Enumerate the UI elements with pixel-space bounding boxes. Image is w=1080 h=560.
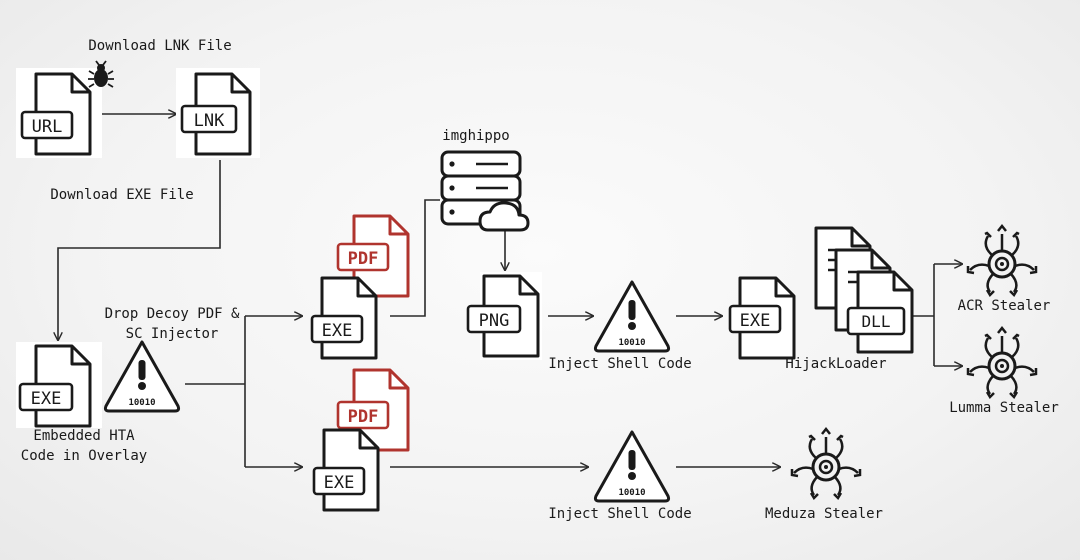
- download-lnk-label: Download LNK File: [88, 38, 231, 54]
- lumma-stealer-label: Lumma Stealer: [949, 400, 1059, 416]
- url-file-label: URL: [32, 117, 63, 137]
- lnk-file-label: LNK: [194, 111, 225, 131]
- png-file-node: PNG: [466, 272, 542, 360]
- drop-decoy-label-line2: SC Injector: [126, 326, 219, 342]
- dll-file-label: DLL: [862, 312, 891, 331]
- meduza-stealer-icon: [790, 427, 862, 500]
- warning-inject-bottom-code: 10010: [618, 488, 645, 498]
- url-file-node: URL: [16, 68, 102, 158]
- exe-start-file-label: EXE: [31, 389, 62, 409]
- bug-icon: [88, 60, 114, 88]
- acr-stealer-label: ACR Stealer: [958, 298, 1051, 314]
- connectors: [58, 114, 962, 467]
- drop-decoy-label-line1: Drop Decoy PDF &: [105, 306, 240, 322]
- meduza-stealer-label: Meduza Stealer: [765, 506, 883, 522]
- imghippo-label: imghippo: [442, 128, 509, 144]
- warning-inject-top-code: 10010: [618, 338, 645, 348]
- server-cloud-icon: [440, 150, 530, 232]
- inject-bottom-label: Inject Shell Code: [548, 506, 691, 522]
- exe-start-file-node: EXE: [16, 342, 102, 428]
- exe-hijack-file-label: EXE: [740, 311, 771, 331]
- pdf-decoy-bottom-label: PDF: [348, 407, 379, 427]
- inject-top-label: Inject Shell Code: [548, 356, 691, 372]
- exe-top-file-node: EXE: [310, 276, 378, 360]
- lumma-stealer-icon: [966, 326, 1038, 399]
- exe-top-file-label: EXE: [322, 321, 353, 341]
- pdf-decoy-top-label: PDF: [348, 249, 379, 269]
- warning-main-icon: 10010: [103, 340, 181, 413]
- warning-main-code: 10010: [128, 398, 155, 408]
- exe-hijack-file-node: EXE: [728, 276, 796, 360]
- arrow-lnk-to-exe: [58, 160, 221, 340]
- png-file-label: PNG: [479, 311, 510, 331]
- document-stack-icon: [814, 226, 914, 354]
- dll-file-node: DLL: [846, 306, 906, 336]
- pdf-decoy-top-node: PDF: [336, 214, 410, 298]
- acr-stealer-icon: [966, 224, 1038, 297]
- warning-inject-bottom-icon: 10010: [593, 430, 671, 503]
- warning-inject-top-icon: 10010: [593, 280, 671, 353]
- hijackloader-label: HijackLoader: [785, 356, 886, 372]
- download-exe-label: Download EXE File: [50, 187, 193, 203]
- line-top-exe-to-server: [390, 199, 440, 317]
- pdf-decoy-bottom-node: PDF: [336, 368, 410, 452]
- embedded-label-line2: Code in Overlay: [21, 448, 147, 464]
- lnk-file-node: LNK: [176, 68, 260, 158]
- exe-bottom-file-node: EXE: [312, 428, 380, 512]
- embedded-label-line1: Embedded HTA: [33, 428, 135, 444]
- exe-bottom-file-label: EXE: [324, 473, 355, 493]
